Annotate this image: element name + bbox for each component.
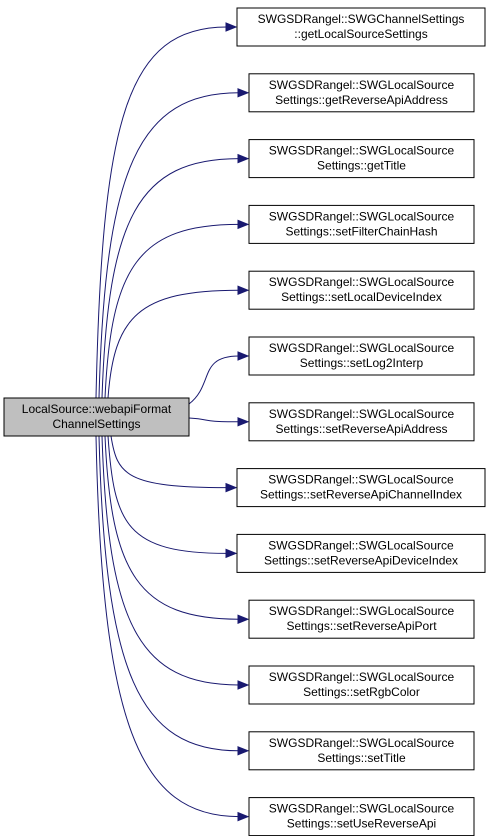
target-node-label-line2: Settings::setReverseApiDeviceIndex (264, 553, 458, 567)
target-node-box (236, 468, 486, 508)
target-node[interactable]: SWGSDRangel::SWGLocalSourceSettings::set… (236, 468, 486, 508)
target-node[interactable]: SWGSDRangel::SWGLocalSourceSettings::set… (248, 270, 475, 310)
arrowhead-icon (225, 22, 238, 32)
target-node-label-line1: SWGSDRangel::SWGLocalSource (269, 604, 455, 618)
target-node-box (248, 270, 475, 310)
target-node-label-line2: Settings::setFilterChainHash (285, 224, 437, 238)
target-node[interactable]: SWGSDRangel::SWGLocalSourceSettings::set… (248, 797, 475, 836)
call-edge (98, 92, 240, 399)
target-node[interactable]: SWGSDRangel::SWGChannelSettings::getLoca… (236, 7, 486, 47)
call-edge (95, 435, 240, 818)
call-edge (104, 435, 240, 620)
arrowhead-icon (225, 548, 238, 559)
call-edges (95, 22, 250, 822)
target-node-label-line1: SWGSDRangel::SWGLocalSource (269, 275, 455, 289)
call-edge (110, 435, 228, 489)
target-node-label-line1: SWGSDRangel::SWGLocalSource (269, 341, 455, 355)
target-node-box (236, 533, 486, 573)
target-node[interactable]: SWGSDRangel::SWGLocalSourceSettings::set… (248, 665, 475, 705)
target-node-label-line2: Settings::setReverseApiPort (286, 619, 437, 633)
target-node[interactable]: SWGSDRangel::SWGLocalSourceSettings::set… (248, 599, 475, 639)
target-node-label-line2: Settings::getTitle (317, 159, 406, 173)
target-node-label-line2: Settings::setRgbColor (303, 685, 420, 699)
target-node-label-line2: Settings::setUseReverseApi (287, 817, 436, 831)
target-node[interactable]: SWGSDRangel::SWGLocalSourceSettings::set… (248, 402, 475, 442)
target-node-label-line1: SWGSDRangel::SWGLocalSource (269, 209, 455, 223)
arrowhead-icon (237, 811, 250, 822)
call-edge (104, 223, 240, 399)
arrowhead-icon (237, 746, 250, 756)
target-node-box (248, 402, 475, 442)
arrowhead-icon (237, 88, 250, 98)
target-node-label-line1: SWGSDRangel::SWGLocalSource (269, 670, 455, 684)
source-node-box (3, 397, 190, 437)
target-node-label-line1: SWGSDRangel::SWGLocalSource (269, 144, 455, 158)
arrowhead-icon (237, 351, 250, 361)
target-node-label-line2: Settings::setReverseApiChannelIndex (260, 488, 462, 502)
call-edge (188, 417, 240, 423)
source-node-label-line1: LocalSource::webapiFormat (22, 402, 172, 416)
target-node-label-line2: Settings::setLog2Interp (300, 356, 424, 370)
arrowhead-icon (237, 614, 250, 624)
arrowhead-icon (237, 219, 250, 230)
target-node-box (248, 336, 475, 376)
target-node-label-line1: SWGSDRangel::SWGLocalSource (268, 538, 454, 552)
arrowhead-icon (237, 680, 250, 690)
target-node-label-line2: Settings::setTitle (317, 751, 406, 765)
target-node-box (248, 139, 475, 179)
target-node-label-line2: Settings::setReverseApiAddress (275, 422, 447, 436)
call-edge (107, 435, 228, 554)
arrowhead-icon (237, 417, 250, 427)
call-edge (95, 26, 228, 399)
call-edge (101, 435, 240, 686)
target-node-box (248, 599, 475, 639)
call-edge (101, 158, 240, 399)
source-node-label-line2: ChannelSettings (52, 417, 140, 431)
arrowhead-icon (237, 285, 250, 295)
target-node[interactable]: SWGSDRangel::SWGLocalSourceSettings::get… (248, 139, 475, 179)
target-node-box (248, 665, 475, 705)
target-node-label-line2: Settings::setLocalDeviceIndex (281, 290, 442, 304)
target-node-label-line1: SWGSDRangel::SWGLocalSource (268, 473, 454, 487)
source-node[interactable]: LocalSource::webapiFormat ChannelSetting… (3, 397, 190, 437)
arrowhead-icon (237, 153, 250, 164)
target-node-box (248, 797, 475, 836)
target-node[interactable]: SWGSDRangel::SWGLocalSourceSettings::get… (248, 73, 475, 113)
arrowhead-icon (225, 482, 238, 493)
target-node-label-line1: SWGSDRangel::SWGLocalSource (269, 802, 455, 816)
call-edge (188, 355, 240, 405)
target-nodes: SWGSDRangel::SWGChannelSettings::getLoca… (236, 7, 486, 836)
target-node-label-line1: SWGSDRangel::SWGLocalSource (269, 407, 455, 421)
target-node-box (248, 731, 475, 771)
target-node-label-line2: ::getLocalSourceSettings (294, 27, 427, 41)
target-node[interactable]: SWGSDRangel::SWGLocalSourceSettings::set… (248, 336, 475, 376)
target-node[interactable]: SWGSDRangel::SWGLocalSourceSettings::set… (248, 731, 475, 771)
call-edge (107, 289, 240, 399)
target-node-label-line1: SWGSDRangel::SWGLocalSource (269, 78, 455, 92)
target-node-label-line1: SWGSDRangel::SWGChannelSettings (258, 12, 465, 26)
target-node-box (236, 7, 486, 47)
target-node-label-line1: SWGSDRangel::SWGLocalSource (269, 736, 455, 750)
target-node-box (248, 204, 475, 244)
target-node[interactable]: SWGSDRangel::SWGLocalSourceSettings::set… (248, 204, 475, 244)
target-node[interactable]: SWGSDRangel::SWGLocalSourceSettings::set… (236, 533, 486, 573)
target-node-label-line2: Settings::getReverseApiAddress (275, 93, 448, 107)
call-edge (98, 435, 240, 752)
target-node-box (248, 73, 475, 113)
